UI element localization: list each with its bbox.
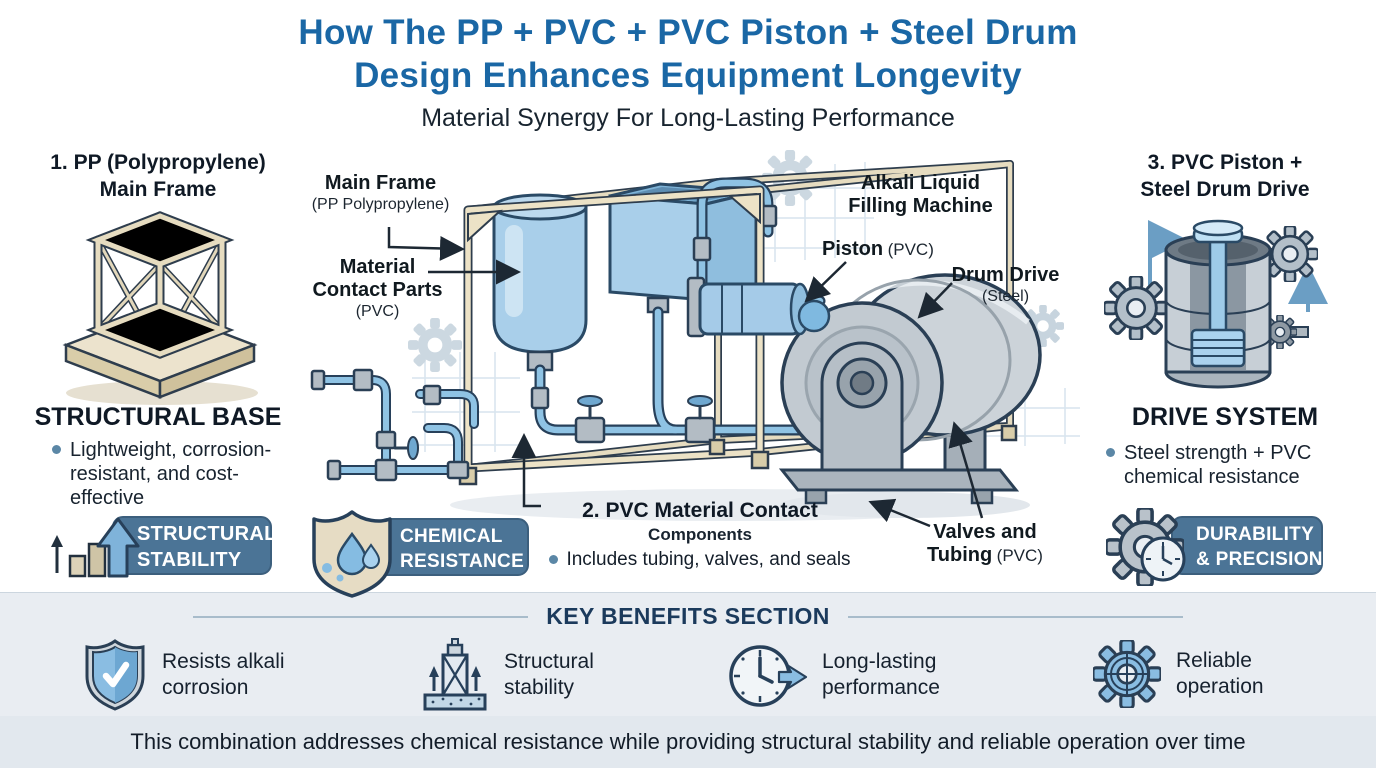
chemical-resistance-badge [312, 510, 529, 598]
piston-label: Piston (PVC) [822, 238, 934, 260]
clock-forward-icon [729, 645, 808, 707]
divider-line [193, 615, 529, 618]
bullet-dot [1106, 448, 1115, 457]
benefit-text: Resists alkali corrosion [162, 650, 285, 699]
machine-label: Alkali Liquid Filling Machine [848, 172, 993, 217]
durability-precision-badge-label: DURABILITY & PRECISION [1196, 524, 1323, 571]
section2-heading: 2. PVC Material Contact [582, 499, 818, 522]
left-heading-line1: 1. PP (Polypropylene) [50, 151, 266, 174]
durability-precision-badge [1106, 508, 1323, 586]
benefit-item-performance: Long-lasting performance [724, 638, 940, 712]
benefit-item-corrosion: Resists alkali corrosion [82, 638, 285, 712]
gear-clock-icon [1106, 508, 1186, 586]
braced-frame-icon [423, 638, 487, 711]
pvc-pipes-illustration [310, 368, 479, 482]
bullet-dot [549, 555, 559, 564]
structural-stability-badge-label: STRUCTURAL STABILITY [137, 523, 277, 572]
right-heading-line1: 3. PVC Piston + [1147, 151, 1303, 174]
drum-drive-label: Drum Drive (Steel) [951, 264, 1060, 305]
right-bullet-text: Steel strength + PVC chemical resistance [1124, 442, 1312, 488]
label-arrows [387, 227, 984, 528]
left-section-title: STRUCTURAL BASE [34, 403, 282, 431]
pp-frame-illustration [62, 211, 258, 399]
valves-tubing-label: Valves and Tubing (PVC) [927, 521, 1043, 566]
benefit-text: Reliable operation [1176, 649, 1264, 698]
benefit-item-stability: Structural stability [420, 638, 594, 712]
right-section-title: DRIVE SYSTEM [1131, 403, 1319, 431]
piston-illustration [686, 276, 831, 338]
shield-check-icon [85, 639, 145, 711]
pvc-tank-box [608, 182, 758, 314]
pvc-tank-cylinder [492, 193, 588, 372]
benefit-text: Structural stability [504, 650, 594, 699]
section2-block: 2. PVC Material Contact Components Inclu… [520, 499, 880, 571]
pvc-piping [530, 177, 961, 444]
material-contact-label: Material Contact Parts (PVC) [312, 256, 443, 320]
right-heading-line2: Steel Drum Drive [1140, 178, 1310, 201]
section2-bullet: Includes tubing, valves, and seals [520, 549, 880, 571]
main-frame-label: Main Frame (PP Polypropylene) [311, 172, 450, 213]
bar-chart-up-arrow-icon [51, 517, 140, 578]
section2-subheading: Components [648, 525, 752, 544]
left-bullet: Lightweight, corrosion-resistant, and co… [52, 438, 282, 510]
benefit-item-operation: Reliable operation [1092, 638, 1264, 710]
bullet-dot [52, 445, 61, 454]
footer-strip-bg [0, 716, 1376, 768]
footer-summary: This combination addresses chemical resi… [130, 729, 1246, 754]
key-benefits-title: KEY BENEFITS SECTION [546, 603, 830, 629]
page-title-line2: Design Enhances Equipment Longevity [354, 56, 1022, 95]
chemical-resistance-badge-label: CHEMICAL RESISTANCE [400, 526, 525, 573]
right-bullet: Steel strength + PVC chemical resistance [1106, 441, 1351, 489]
structural-stability-badge [51, 516, 272, 578]
shield-droplet-icon [312, 510, 392, 598]
benefit-text: Long-lasting performance [822, 650, 940, 699]
left-heading-line2: Main Frame [99, 178, 217, 201]
gear-icon [1093, 640, 1161, 708]
page-subtitle: Material Synergy For Long-Lasting Perfor… [421, 104, 955, 132]
key-benefits-header: KEY BENEFITS SECTION [0, 603, 1376, 630]
drum-piston-illustration [1104, 219, 1328, 389]
drum-shadow [780, 492, 1030, 518]
page-title-line1: How The PP + PVC + PVC Piston + Steel Dr… [298, 13, 1078, 52]
left-bullet-text: Lightweight, corrosion-resistant, and co… [70, 439, 272, 509]
divider-line [847, 615, 1183, 618]
